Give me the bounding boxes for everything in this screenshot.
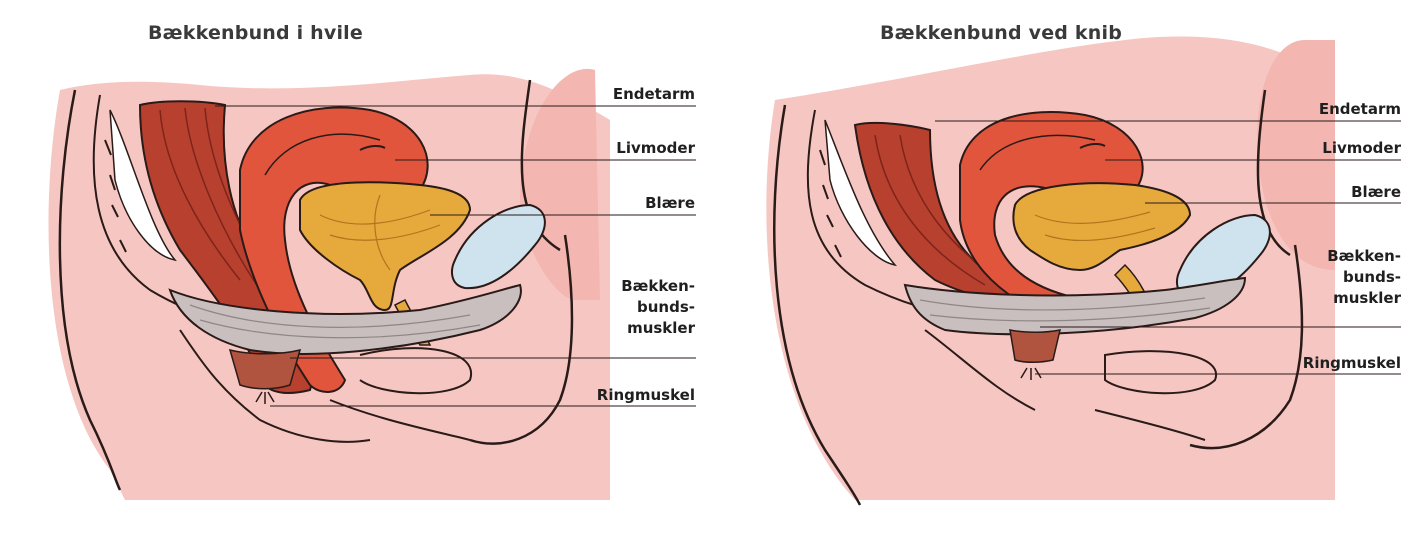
label-line: Bækken- [1327,246,1401,267]
sphincter-rest [230,350,300,389]
label-blaere: Blære [1351,182,1401,202]
label-line: bunds- [1327,267,1401,288]
label-baekkenbundsmuskler: Bækken- bunds- muskler [1327,246,1401,309]
panel-contracted: Bækkenbund ved knib Endetarm Livmoder Bl… [705,0,1411,537]
label-ringmuskel: Ringmuskel [597,385,695,405]
label-line: muskler [1327,288,1401,309]
label-livmoder: Livmoder [616,138,695,158]
sphincter-contracted [1010,330,1060,362]
label-endetarm: Endetarm [1319,99,1401,119]
label-line: muskler [621,318,695,339]
label-livmoder: Livmoder [1322,138,1401,158]
label-baekkenbundsmuskler: Bækken- bunds- muskler [621,276,695,339]
label-endetarm: Endetarm [613,84,695,104]
label-line: bunds- [621,297,695,318]
panel-rest: Bækkenbund i hvile Endetarm Livmoder Blæ… [0,0,705,537]
pelvic-floor-rest-illustration [0,0,705,537]
pelvic-floor-contracted-illustration [705,0,1411,537]
label-line: Bækken- [621,276,695,297]
panel-title: Bækkenbund ved knib [880,22,1122,44]
panel-title: Bækkenbund i hvile [148,22,363,44]
label-ringmuskel: Ringmuskel [1303,353,1401,373]
label-blaere: Blære [645,193,695,213]
